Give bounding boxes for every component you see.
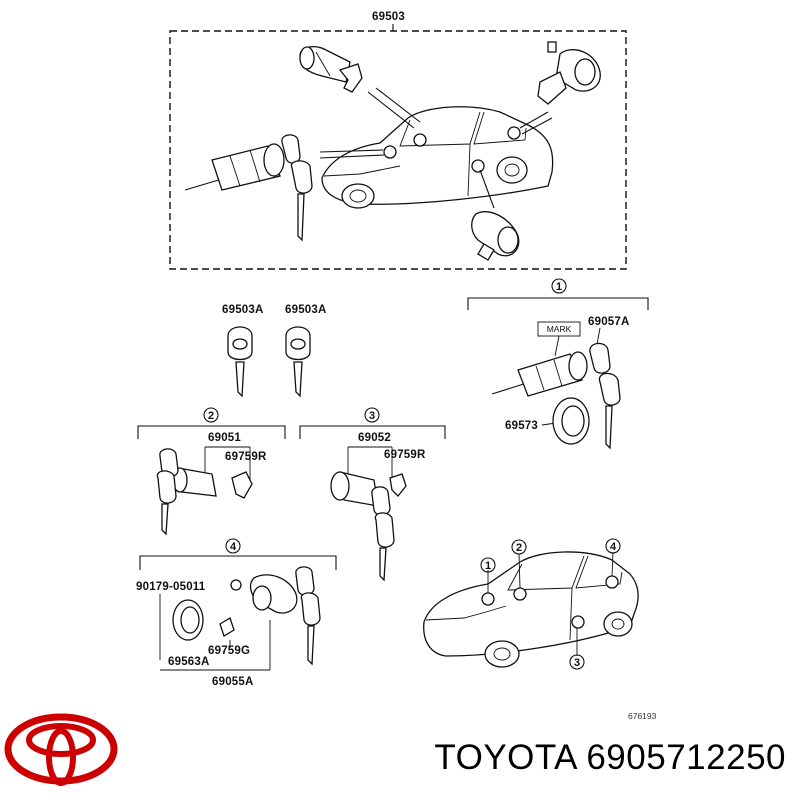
door-lock-cylinder-top-right [537, 41, 601, 105]
door-lock-group3 [330, 471, 407, 582]
group-2: 2 69051 69759R [137, 407, 286, 536]
label-69759r-g3: 69759R [384, 449, 426, 461]
ring-69573-icon [552, 397, 590, 445]
car-callout-1: 1 [485, 560, 491, 572]
callout-2: 2 [208, 410, 214, 422]
group-1: 1 MARK 69057A 69573 [467, 278, 649, 450]
ref-code: 676193 [628, 711, 657, 721]
car-callout-3: 3 [574, 657, 580, 669]
trunk-lock-group4 [219, 566, 321, 666]
ring-69563a-icon [172, 599, 204, 641]
brand-title: TOYOTA 6905712250 [434, 738, 786, 778]
ignition-cylinder-group1 [491, 342, 621, 450]
top-assembly-group: 69503 [169, 11, 627, 270]
label-69503a-right: 69503A [285, 304, 326, 316]
label-69051: 69051 [208, 432, 241, 444]
label-69759r-g2: 69759R [225, 451, 267, 463]
key-right-icon [285, 326, 311, 398]
car-callout-2: 2 [516, 542, 522, 554]
top-assembly-frame [169, 30, 627, 270]
door-lock-group2 [156, 448, 253, 536]
label-69057a: 69057A [588, 316, 629, 328]
door-lock-cylinder-top-left [299, 45, 363, 93]
key-group: 69503A 69503A [222, 304, 326, 398]
label-69052: 69052 [358, 432, 391, 444]
label-mark: MARK [547, 324, 572, 334]
toyota-logo-icon [4, 713, 118, 786]
label-90179-05011: 90179-05011 [136, 581, 206, 593]
callout-1: 1 [556, 281, 562, 293]
ignition-cylinder-top [184, 134, 313, 242]
car-drawing-bottom: 1 2 4 3 [423, 538, 639, 670]
brand-part-number: 6905712250 [586, 738, 786, 777]
label-69563a: 69563A [168, 656, 209, 668]
bolt-icon [230, 579, 242, 591]
label-69503: 69503 [372, 11, 405, 23]
label-69055a: 69055A [212, 676, 253, 688]
key-left-icon [227, 326, 253, 398]
callout-3: 3 [369, 410, 375, 422]
group-4: 4 90179-05011 69759G 69563A 69055A [136, 538, 337, 688]
car-drawing-top [321, 106, 554, 209]
label-69503a-left: 69503A [222, 304, 263, 316]
brand-name: TOYOTA [434, 738, 577, 777]
group-3: 3 69052 69759R [299, 407, 446, 582]
label-69573: 69573 [505, 420, 538, 432]
car-callout-4: 4 [610, 541, 617, 553]
label-69759g: 69759G [208, 645, 250, 657]
callout-4: 4 [230, 541, 237, 553]
trunk-lock-cylinder [471, 211, 520, 261]
